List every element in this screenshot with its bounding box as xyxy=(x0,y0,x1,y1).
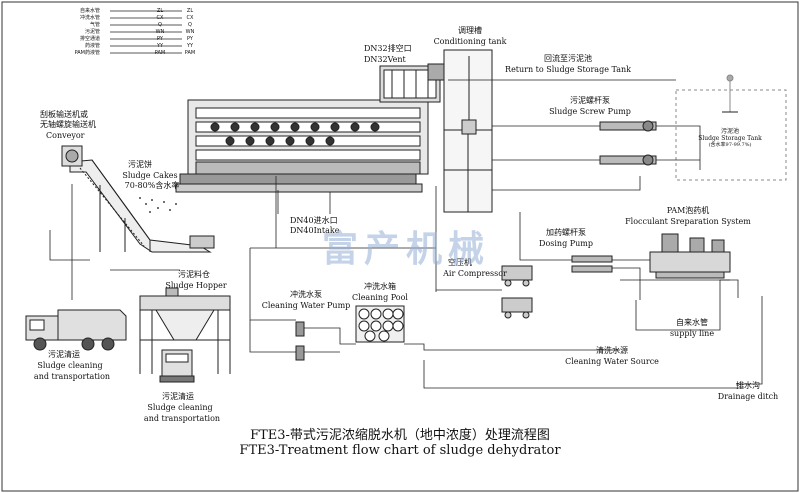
legend-lines xyxy=(110,10,182,54)
dosing-label-cn: 加药螺杆泵 xyxy=(546,228,586,237)
legend-name: 冲洗水管 xyxy=(79,15,100,21)
legend-code: WN xyxy=(185,29,195,35)
screw-pump-label-cn: 污泥螺杆泵 xyxy=(570,96,610,105)
dn40-label-en: DN40Intake xyxy=(290,226,340,235)
cleaning-pool xyxy=(355,305,405,343)
legend-row: 污泥管 WN WN xyxy=(58,29,198,35)
storage-label-cn: 污泥池 xyxy=(720,128,740,135)
sludge-storage-tank xyxy=(675,74,787,181)
legend-row: 冲洗水管 CX CX xyxy=(58,15,198,21)
legend-code: YY xyxy=(186,43,194,49)
air-label-cn: 空压机 xyxy=(448,258,472,267)
water-source-label-en: Cleaning Water Source xyxy=(565,357,659,366)
truck-left xyxy=(25,309,127,351)
transport-right-cn: 污泥清运 xyxy=(162,392,194,401)
legend-name: 气管 xyxy=(89,22,100,28)
dosing-label-en: Dosing Pump xyxy=(539,239,593,248)
legend-code: PAM xyxy=(154,50,166,56)
legend-row: PAM药液管 PAM PAM xyxy=(58,50,198,56)
storage-label-en: Sludge Storage Tank xyxy=(698,135,762,142)
hopper-label-en: Sludge Hopper xyxy=(165,281,227,290)
company-watermark: 富产机械 xyxy=(322,229,491,270)
dn32-label-cn: DN32排空口 xyxy=(364,44,412,53)
legend-code: Q xyxy=(188,22,192,28)
legend-code: ZL xyxy=(186,8,194,14)
transport-left-en1: Sludge cleaning xyxy=(37,361,103,370)
cleaning-pump-label-cn: 冲洗水泵 xyxy=(290,290,322,299)
return-label-cn: 回流至污泥池 xyxy=(544,54,592,63)
pam-label-en: Flocculant Sreparation System xyxy=(625,217,751,226)
legend-code: PY xyxy=(187,36,193,42)
legend-row: 自来水管 ZL ZL xyxy=(58,8,198,14)
dn32-label-en: DN32Vent xyxy=(364,55,406,64)
conditioning-tank xyxy=(443,49,493,213)
pam-system xyxy=(649,233,731,279)
transport-left-en2: and transportation xyxy=(33,372,111,381)
tank-label-cn: 调理槽 xyxy=(458,26,482,35)
hopper-label-cn: 污泥料仓 xyxy=(178,270,210,279)
conveyor xyxy=(61,145,215,253)
legend-code: CX xyxy=(186,15,194,21)
legend-row: 药液管 YY YY xyxy=(58,43,198,49)
return-label-en: Return to Sludge Storage Tank xyxy=(505,65,631,74)
water-source-label-cn: 清洗水源 xyxy=(596,346,628,355)
legend-code: PAM xyxy=(184,50,196,56)
screw-pump-label-en: Sludge Screw Pump xyxy=(549,107,631,116)
conveyor-label-cn: 刮板输送机或 xyxy=(40,110,88,119)
dosing-pumps xyxy=(571,255,613,273)
legend-code: YY xyxy=(156,43,164,49)
transport-right-en2: and transportation xyxy=(143,414,221,423)
supply-label-cn: 自来水管 xyxy=(676,318,708,327)
tank-label-en: Conditioning tank xyxy=(433,37,507,46)
legend-code: CX xyxy=(156,15,164,21)
air-label-en: Air Compressor xyxy=(443,269,507,278)
dn40-label-cn: DN40进水口 xyxy=(290,216,338,225)
cakes-label-cn: 污泥饼 xyxy=(128,160,152,169)
legend-code: WN xyxy=(155,29,165,35)
pam-label-cn: PAM泡药机 xyxy=(666,206,710,215)
cleaning-pool-label-cn: 冲洗水箱 xyxy=(364,282,396,291)
cleaning-pool-label-en: Cleaning Pool xyxy=(352,293,408,302)
truck-front xyxy=(159,349,195,383)
legend-name: PAM药液管 xyxy=(74,50,100,56)
legend-name: 排空通道 xyxy=(79,36,100,42)
cleaning-pump-label-en: Cleaning Water Pump xyxy=(261,301,351,310)
pipe-lines xyxy=(49,79,763,389)
legend-name: 污泥管 xyxy=(84,29,100,35)
supply-label-en: supply line xyxy=(669,329,715,338)
legend-name: 自来水管 xyxy=(79,8,100,14)
belt-press xyxy=(175,63,449,193)
transport-right-en1: Sludge cleaning xyxy=(147,403,213,412)
cleaning-water-pumps xyxy=(295,321,305,361)
cakes-label-en: Sludge Cakes xyxy=(122,171,178,180)
legend-code: ZL xyxy=(156,8,164,14)
legend-row: 排空通道 PY PY xyxy=(58,36,198,42)
air-compressors xyxy=(501,265,533,319)
caption-english: FTE3-Treatment flow chart of sludge dehy… xyxy=(239,443,561,458)
sludge-cake-drops xyxy=(139,197,177,213)
drain-label-cn: 排水沟 xyxy=(736,381,760,390)
conveyor-label-cn2: 无轴螺旋输送机 xyxy=(40,120,96,129)
cakes-label-moisture: 70-80%含水率 xyxy=(124,181,180,190)
legend-code: PY xyxy=(157,36,163,42)
caption-chinese: FTE3-带式污泥浓缩脱水机（地中浓度）处理流程图 xyxy=(250,428,550,443)
transport-left-cn: 污泥清运 xyxy=(48,350,80,359)
legend-name: 药液管 xyxy=(84,43,100,49)
sludge-screw-pumps xyxy=(599,120,657,166)
legend-row: 气管 Q Q xyxy=(58,22,198,28)
sludge-hopper xyxy=(139,287,231,374)
legend-code: Q xyxy=(158,22,162,28)
conveyor-label-en: Conveyor xyxy=(46,131,85,140)
storage-label-moisture: (含水率97-99.7%) xyxy=(708,142,752,148)
drain-label-en: Drainage ditch xyxy=(717,392,779,401)
